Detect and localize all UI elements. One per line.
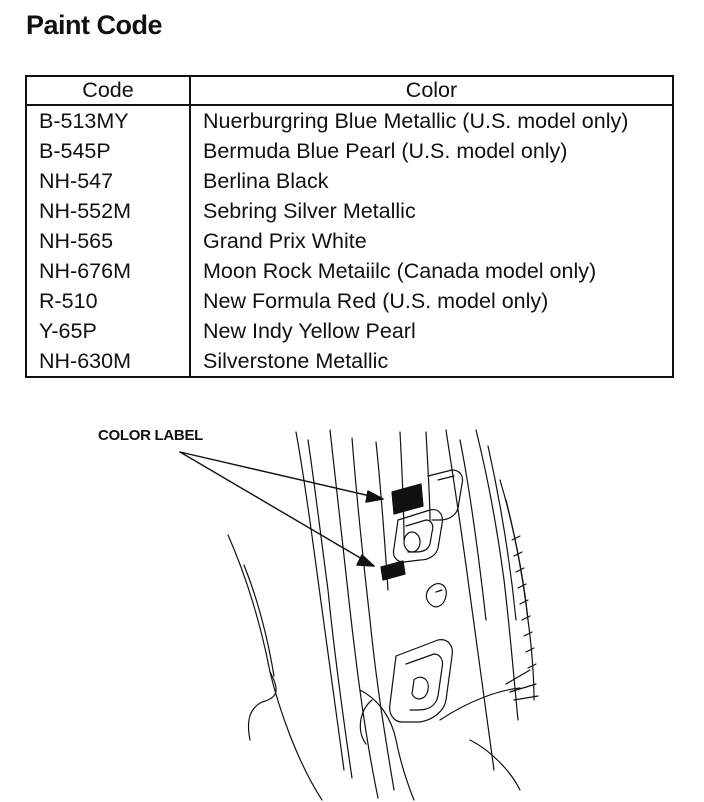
code-cell: NH-630M	[26, 346, 191, 377]
color-column-header: Color	[190, 76, 673, 106]
color-cell: Berlina Black	[203, 169, 329, 193]
code-column-header: Code	[26, 76, 191, 106]
table-row: NH-547 Berlina Black	[26, 166, 673, 196]
code-cell: B-545P	[26, 136, 191, 166]
code-cell: NH-676M	[26, 256, 191, 286]
color-cell: Nuerburgring Blue Metallic (U.S. model o…	[203, 109, 629, 133]
color-cell: Sebring Silver Metallic	[203, 199, 416, 223]
code-cell: NH-565	[26, 226, 191, 256]
color-label-upper	[391, 483, 424, 515]
code-cell: B-513MY	[26, 105, 191, 136]
code-cell: R-510	[26, 286, 191, 316]
table-header-row: Code Color	[26, 76, 673, 106]
code-cell: Y-65P	[26, 316, 191, 346]
table-row: NH-552M Sebring Silver Metallic	[26, 196, 673, 226]
table-row: B-545P Bermuda Blue Pearl (U.S. model on…	[26, 136, 673, 166]
color-cell: New Indy Yellow Pearl	[203, 319, 416, 343]
door-jamb-illustration	[179, 429, 539, 801]
table-row: NH-676M Moon Rock Metaiilc (Canada model…	[26, 256, 673, 286]
code-cell: NH-552M	[26, 196, 191, 226]
paint-code-table: Code Color B-513MY Nuerburgring Blue Met…	[25, 75, 674, 378]
table-row: Y-65P New Indy Yellow Pearl	[26, 316, 673, 346]
color-cell: Moon Rock Metaiilc (Canada model only)	[203, 259, 597, 283]
color-label-lower	[380, 560, 406, 581]
color-cell: Silverstone Metallic	[203, 349, 389, 373]
code-cell: NH-547	[26, 166, 191, 196]
table-row: NH-630M Silverstone Metallic	[26, 346, 673, 377]
table-row: B-513MY Nuerburgring Blue Metallic (U.S.…	[26, 105, 673, 136]
color-cell: New Formula Red (U.S. model only)	[203, 289, 549, 313]
color-cell: Bermuda Blue Pearl (U.S. model only)	[203, 139, 568, 163]
vehicle-door-jamb-lines	[227, 429, 539, 801]
table-row: R-510 New Formula Red (U.S. model only)	[26, 286, 673, 316]
color-label-callout: COLOR LABEL	[98, 427, 204, 444]
page-title: Paint Code	[26, 10, 163, 40]
color-cell: Grand Prix White	[203, 229, 367, 253]
callout-arrows	[179, 451, 384, 567]
table-row: NH-565 Grand Prix White	[26, 226, 673, 256]
